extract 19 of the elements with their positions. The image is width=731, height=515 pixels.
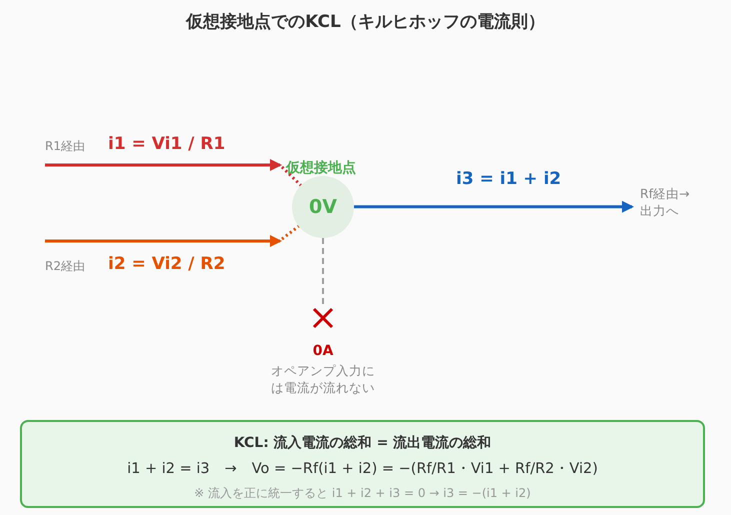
current-label: 0A — [312, 343, 334, 359]
summary-heading: KCL: 流入電流の総和 = 流出電流の総和 — [232, 434, 492, 452]
source-label: R2経由 — [45, 258, 85, 275]
source-label: R1経由 — [45, 138, 85, 155]
arrow — [45, 235, 282, 247]
title: 仮想接地点でのKCL（キルヒホッフの電流則） — [184, 11, 546, 33]
output-note: Rf経由→出力へ — [640, 185, 696, 225]
voltage-label: 0V — [309, 196, 337, 218]
edge-label: i3 = i1 + i2 — [456, 169, 562, 189]
connector-line — [322, 238, 324, 307]
arrow — [354, 200, 634, 213]
note-text: ※ 流入を正に統一すると i1 + i2 + i3 = 0 → i3 = −(i1 + i2) — [193, 485, 532, 502]
edge-label: i1 = Vi1 / R1 — [108, 134, 226, 154]
edge-label: i2 = Vi2 / R2 — [108, 254, 226, 274]
node-caption: 仮想接地点 — [286, 159, 356, 177]
formula-text: i1 + i2 = i3 → Vo = −Rf(i1 + i2) = −(Rf/R1・Vi1 + Rf/R2・Vi2) — [126, 460, 599, 478]
note-text: オペアンプ入力には電流が流れない — [270, 362, 376, 396]
summary-box — [20, 420, 705, 508]
arrow — [45, 159, 282, 171]
